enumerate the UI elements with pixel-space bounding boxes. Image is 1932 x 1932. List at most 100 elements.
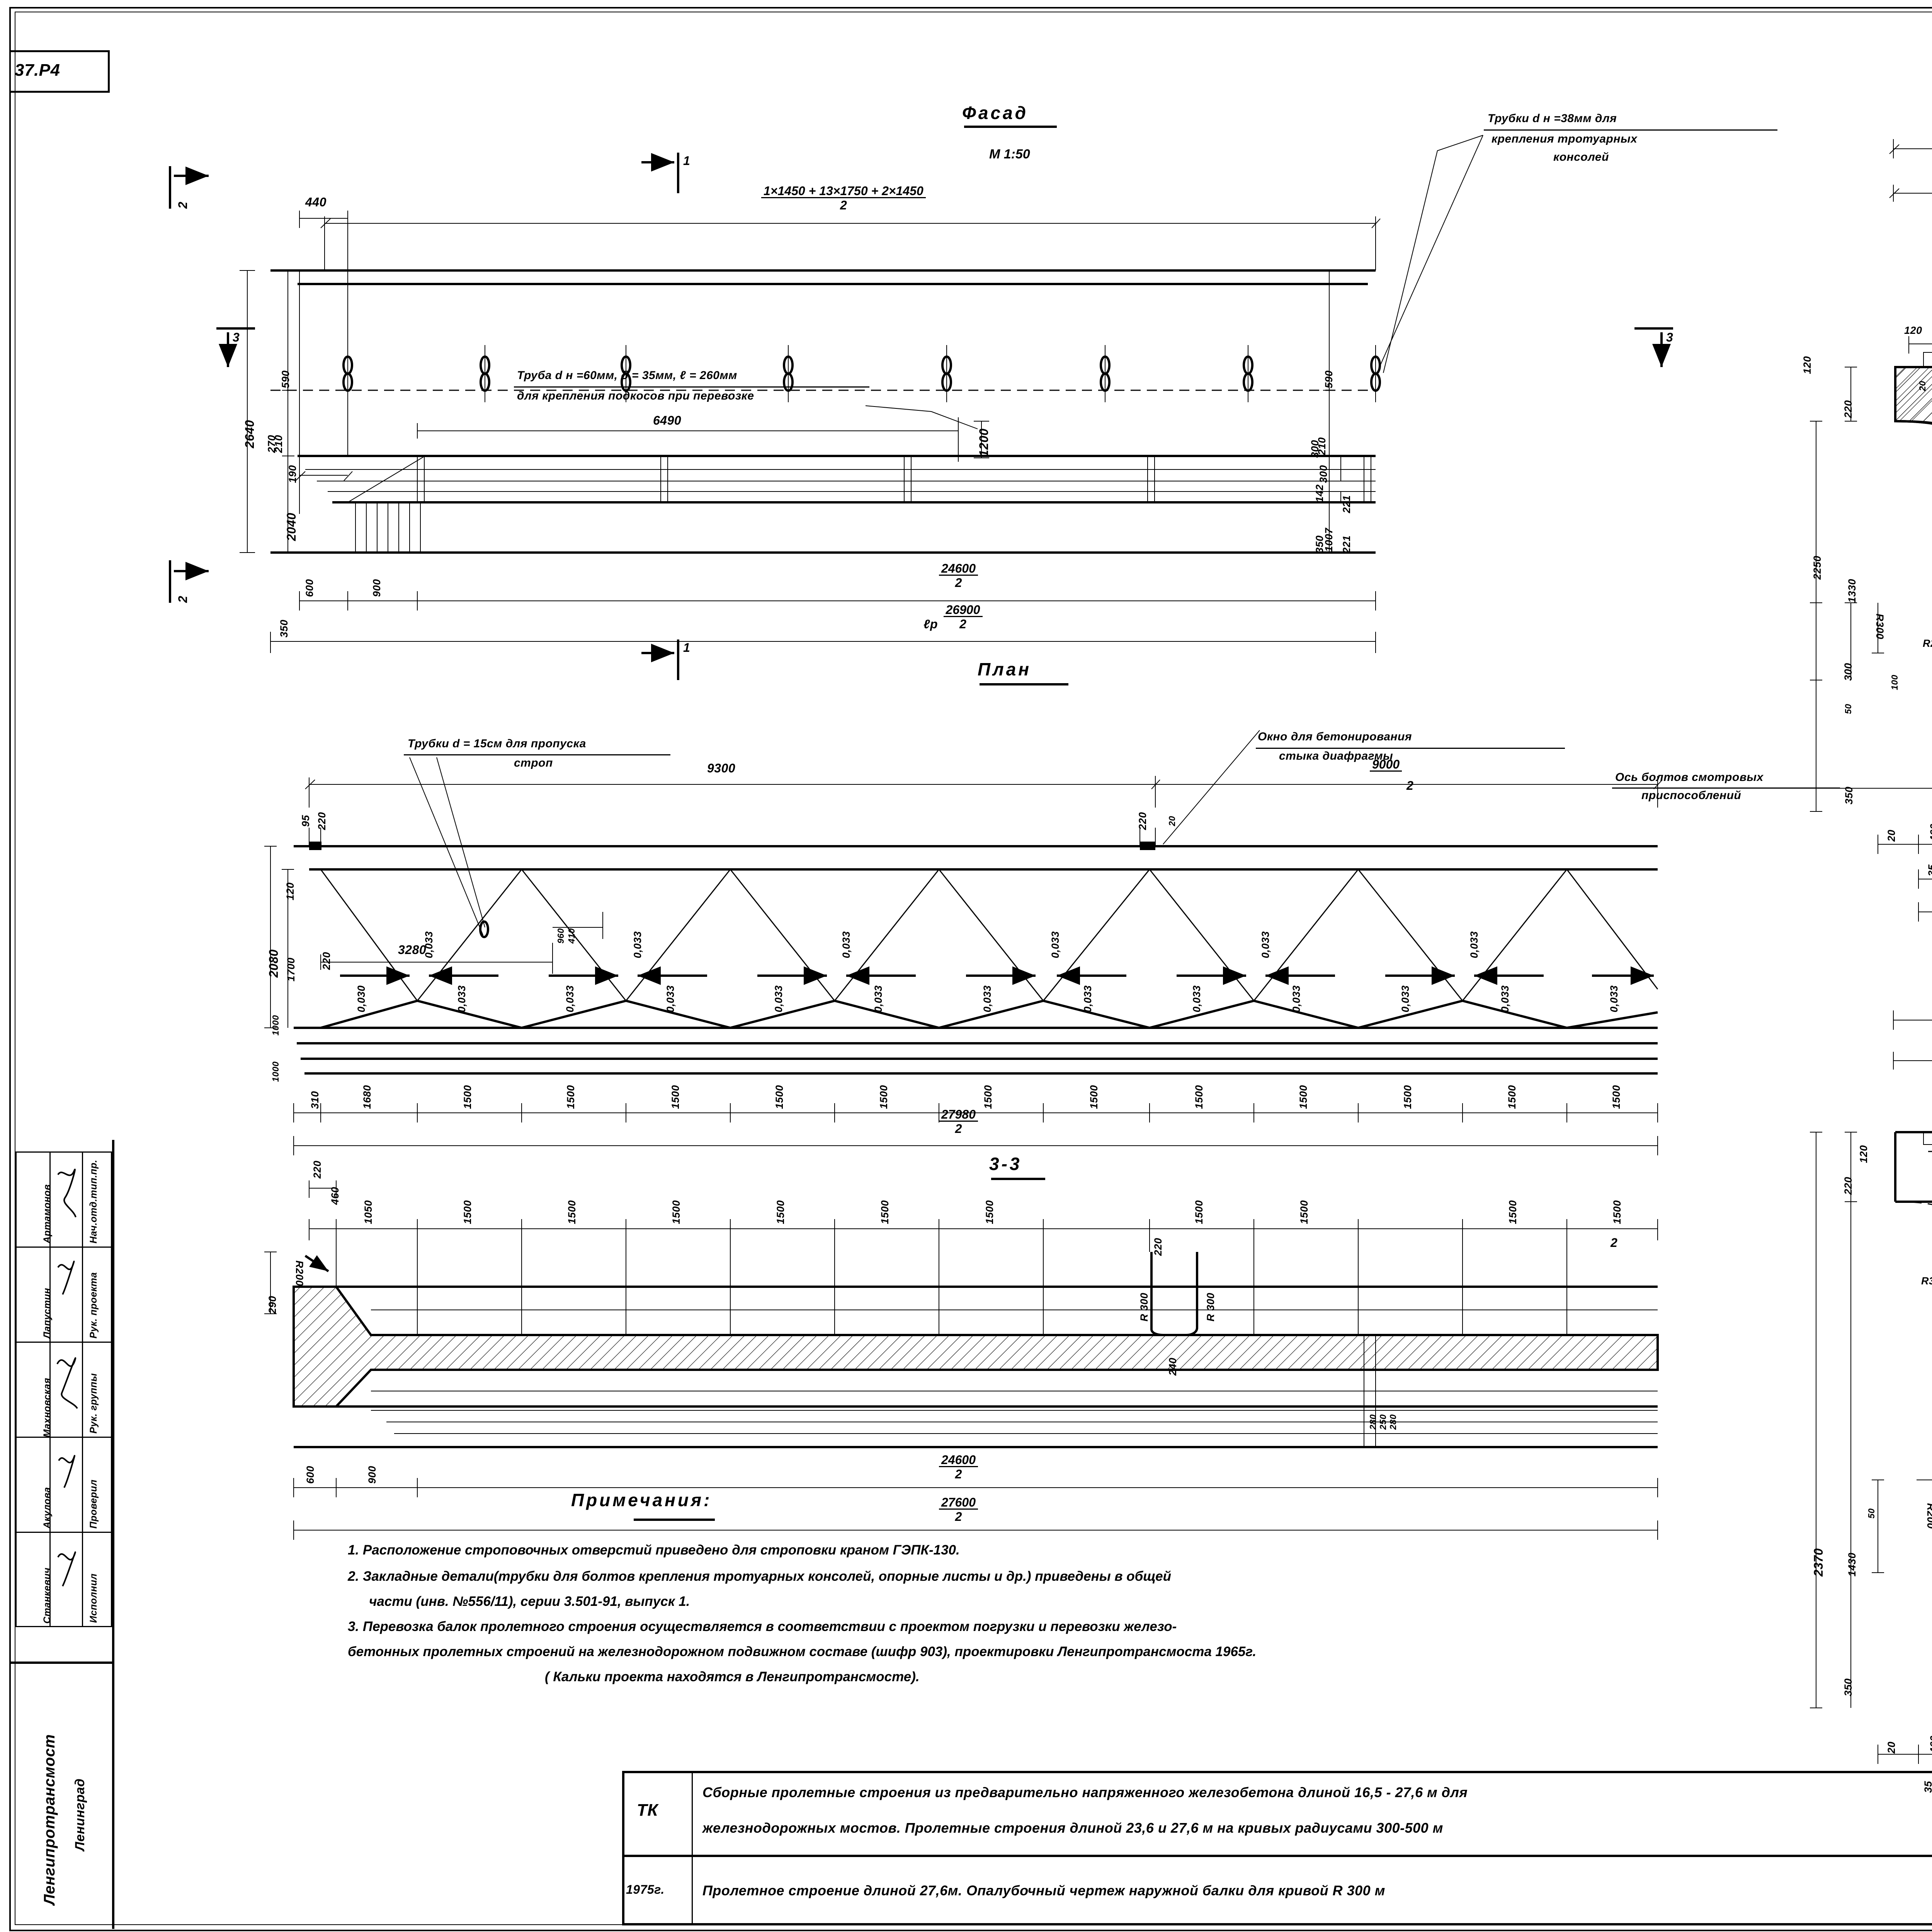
sec33-dim-220: 220 bbox=[311, 1160, 323, 1179]
note-item-4: 3. Перевозка балок пролетного строения о… bbox=[348, 1619, 1177, 1634]
plan-dim-220b: 220 bbox=[1137, 812, 1148, 830]
facade-dim-300b: 300 bbox=[1318, 465, 1329, 483]
plan-dim-95: 95 bbox=[300, 815, 311, 827]
sec33-callout-240: 240 bbox=[1167, 1357, 1179, 1376]
facade-dim-440: 440 bbox=[305, 195, 327, 209]
sec11-annotation-bolts-1: Ось болтов смотровых bbox=[1615, 771, 1764, 784]
notes-heading: Примечания: bbox=[571, 1490, 712, 1510]
plan-dim-2080: 2080 bbox=[267, 949, 281, 978]
facade-total2-num: 26900 bbox=[943, 604, 983, 617]
plan-annotation-window-1: Окно для бетонирования bbox=[1258, 730, 1412, 743]
sec33-callout-R200: R200 bbox=[294, 1260, 305, 1286]
facade-mark-3-right: 3 bbox=[1666, 330, 1673, 344]
sec33-callout-280b: 280 bbox=[1388, 1414, 1398, 1430]
sec33-bdim-900: 900 bbox=[366, 1466, 378, 1484]
plan-bdim-1500g: 1500 bbox=[1088, 1085, 1100, 1109]
sec11-dim-50: 50 bbox=[1843, 704, 1853, 714]
title-block-tk: ТК bbox=[637, 1801, 658, 1820]
facade-dim-590: 590 bbox=[1323, 370, 1335, 388]
facade-dim-1200: 1200 bbox=[977, 428, 991, 457]
plan-dim-220c: 220 bbox=[321, 952, 332, 970]
title-block-line1: Сборные пролетные строения из предварите… bbox=[702, 1784, 1468, 1800]
plan-slope-upper-4: 0,033 bbox=[1049, 931, 1061, 958]
plan-total-den: 2 bbox=[955, 1122, 962, 1136]
title-block-line2: железнодорожных мостов. Пролетные строен… bbox=[702, 1820, 1443, 1836]
facade-dim-left-270: 270 bbox=[266, 435, 277, 453]
facade-mark-1-top: 1 bbox=[683, 154, 690, 168]
plan-slope-13: 0,033 bbox=[1608, 985, 1620, 1012]
sec22-callout-R200: R200 bbox=[1925, 1503, 1932, 1529]
sec33-callout-250: 250 bbox=[1378, 1414, 1388, 1430]
facade-annotation-tubes-3: консолей bbox=[1553, 151, 1609, 163]
plan-slope-upper-6: 0,033 bbox=[1468, 931, 1480, 958]
title-block-main bbox=[622, 1771, 1932, 1925]
sec11-bdim-460: 460 bbox=[1928, 823, 1932, 842]
plan-dim-1000b: 1000 bbox=[270, 1061, 281, 1082]
sec11-dim-2250: 2250 bbox=[1811, 555, 1823, 580]
plan-slope-upper-3: 0,033 bbox=[840, 931, 852, 958]
facade-annotation-tubes-2: крепления тротуарных bbox=[1492, 133, 1638, 145]
plan-slope-8: 0,033 bbox=[1082, 985, 1094, 1012]
sec11-callout-R300c: R300 bbox=[1874, 614, 1886, 639]
plan-bdim-1500a: 1500 bbox=[462, 1085, 473, 1109]
sec11-callout-R200a: R200 bbox=[1923, 638, 1932, 649]
sec33-callout-R300-left: R 300 bbox=[1138, 1293, 1150, 1321]
facade-dim-6490: 6490 bbox=[653, 413, 682, 427]
sec33-half-label: 2 bbox=[1611, 1236, 1618, 1250]
note-item-5: бетонных пролетных строений на железнодо… bbox=[348, 1644, 1257, 1659]
sec22-bdim-20: 20 bbox=[1886, 1741, 1897, 1753]
sheet-border-inner bbox=[15, 12, 1932, 1925]
sec33-dim-1500b: 1500 bbox=[566, 1200, 578, 1224]
sec11-bdim-20: 20 bbox=[1886, 829, 1897, 842]
plan-slope-6: 0,033 bbox=[872, 985, 884, 1012]
facade-dim-600: 600 bbox=[304, 579, 315, 597]
plan-bdim-1500f: 1500 bbox=[982, 1085, 994, 1109]
sec33-callout-280: 280 bbox=[1368, 1414, 1378, 1430]
plan-bdim-1500b: 1500 bbox=[565, 1085, 577, 1109]
plan-bdim-1500l: 1500 bbox=[1611, 1085, 1622, 1109]
plan-slope-10: 0,033 bbox=[1291, 985, 1302, 1012]
note-item-3: части (инв. №556/11), серии 3.501-91, вы… bbox=[369, 1594, 690, 1609]
sec11-dim-100b: 100 bbox=[1889, 675, 1900, 690]
plan-title: План bbox=[978, 659, 1032, 679]
facade-annotation-pipe-1: Труба d н =60мм, δ = 35мм, ℓ = 260мм bbox=[517, 369, 737, 382]
sec33-callout-R300-right: R 300 bbox=[1205, 1293, 1216, 1321]
facade-dim-left-590: 590 bbox=[280, 370, 291, 388]
facade-total2-den: 2 bbox=[959, 617, 966, 631]
facade-mark-2-bottom: 2 bbox=[176, 595, 190, 603]
facade-dim-900: 900 bbox=[371, 579, 383, 597]
sec33-bdim-600: 600 bbox=[304, 1466, 316, 1484]
facade-dim-190: 190 bbox=[287, 465, 298, 483]
plan-slope-upper-2: 0,033 bbox=[632, 931, 643, 958]
plan-dim-9000-den-visible: 2 bbox=[1406, 779, 1414, 793]
plan-annotation-window-2: стыка диафрагмы bbox=[1279, 750, 1393, 762]
plan-slope-2: 0,033 bbox=[456, 985, 468, 1012]
facade-dim-2640: 2640 bbox=[243, 420, 257, 448]
sec33-dim-1050: 1050 bbox=[362, 1200, 374, 1224]
facade-mark-1-bottom: 1 bbox=[683, 641, 690, 655]
sec33-dim-1500c: 1500 bbox=[670, 1200, 682, 1224]
sec33-dim-1500d: 1500 bbox=[775, 1200, 786, 1224]
plan-slope-12: 0,033 bbox=[1499, 985, 1511, 1012]
sec22-dim-350a: 350 bbox=[1842, 1678, 1854, 1696]
plan-slope-3: 0,033 bbox=[564, 985, 576, 1012]
plan-dim-20: 20 bbox=[1167, 816, 1177, 826]
plan-dim-1000a: 1000 bbox=[270, 1015, 281, 1036]
facade-title: Фасад bbox=[962, 103, 1029, 123]
sec33-title: 3-3 bbox=[989, 1154, 1022, 1174]
title-block-line3: Пролетное строение длиной 27,6м. Опалубо… bbox=[702, 1883, 1385, 1898]
facade-mark-2-top: 2 bbox=[176, 201, 190, 209]
sec33-dim-1500h: 1500 bbox=[1298, 1200, 1310, 1224]
note-item-2: 2. Закладные детали(трубки для болтов кр… bbox=[348, 1569, 1172, 1584]
plan-dim-3280: 3280 bbox=[398, 943, 427, 957]
sec11-dim-120b: 120 bbox=[1801, 356, 1813, 374]
sec33-total2-num: 27600 bbox=[939, 1496, 978, 1510]
signature-block: Нач.отд.тип.пр. Рук. проекта Рук. группы… bbox=[15, 1151, 112, 1627]
sec22-bdim-460: 460 bbox=[1928, 1735, 1932, 1753]
sec11-dim-350a: 350 bbox=[1843, 786, 1855, 804]
sec33-dim-1500f: 1500 bbox=[984, 1200, 995, 1224]
organization-name: Ленгипротрансмост bbox=[41, 1734, 58, 1905]
plan-bdim-1500e: 1500 bbox=[878, 1085, 889, 1109]
